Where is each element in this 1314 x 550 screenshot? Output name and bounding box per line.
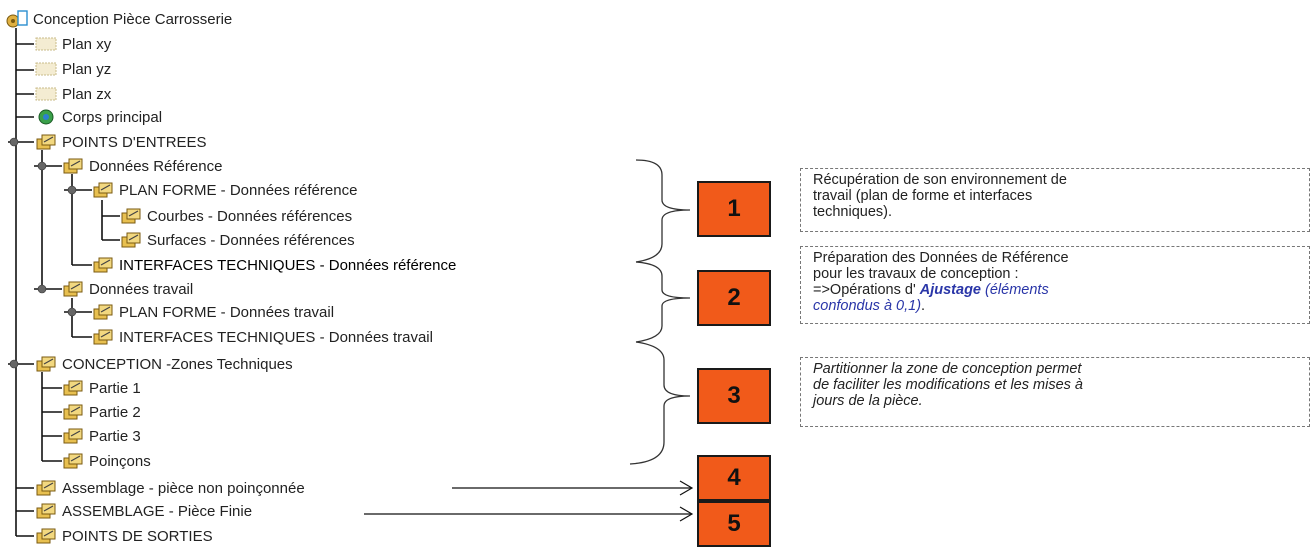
tree-root-label: Conception Pièce Carrosserie (33, 10, 233, 28)
tree-item-label: Plan yz (62, 60, 112, 78)
geometrical-set-icon (93, 182, 113, 198)
tree-item-poincons[interactable]: Poinçons (62, 450, 151, 472)
tree-item-label: Courbes - Données références (147, 207, 353, 225)
tree-item-label: Surfaces - Données références (147, 231, 355, 249)
tree-item-label: INTERFACES TECHNIQUES - Données référenc… (119, 256, 457, 274)
tree-item-label: PLAN FORME - Données travail (119, 303, 335, 321)
note-step-2: Préparation des Données de Référence pou… (800, 246, 1310, 324)
geometrical-set-icon (36, 480, 56, 496)
tree-item-label: POINTS D'ENTREES (62, 133, 207, 151)
tree-item-label: Partie 2 (89, 403, 141, 421)
brace-1 (635, 159, 691, 263)
geometrical-set-icon (36, 356, 56, 372)
geometrical-set-icon (63, 428, 83, 444)
geometrical-set-icon (93, 257, 113, 273)
tree-item-plan-xy[interactable]: Plan xy (35, 33, 111, 55)
step-badge-3: 3 (697, 368, 771, 424)
note-emphasis: (éléments (981, 282, 1049, 298)
tree-item-plan-yz[interactable]: Plan yz (35, 58, 111, 80)
tree-item-courbes[interactable]: Courbes - Données références (120, 205, 352, 227)
note-line: de faciliter les modifications et les mi… (813, 377, 1083, 393)
note-line: jours de la pièce. (813, 393, 923, 409)
note-step-1: Récupération de son environnement de tra… (800, 168, 1310, 232)
tree-root[interactable]: Conception Pièce Carrosserie (6, 8, 232, 30)
tree-item-points-entrees[interactable]: POINTS D'ENTREES (35, 131, 207, 153)
note-line: pour les travaux de conception : (813, 266, 1019, 282)
note-text: =>Opérations d' (813, 282, 920, 298)
geometrical-set-icon (36, 528, 56, 544)
body-icon (38, 109, 54, 125)
geometrical-set-icon (36, 503, 56, 519)
note-text: . (921, 298, 926, 314)
step-badge-2: 2 (697, 270, 771, 326)
tree-item-plan-forme-trav[interactable]: PLAN FORME - Données travail (92, 301, 334, 323)
tree-item-donnees-reference[interactable]: Données Référence (62, 155, 222, 177)
tree-item-conception-zones[interactable]: CONCEPTION -Zones Techniques (35, 353, 293, 375)
tree-item-label: Assemblage - pièce non poinçonnée (62, 479, 305, 497)
tree-item-assemblage-finie[interactable]: ASSEMBLAGE - Pièce Finie (35, 500, 252, 522)
geometrical-set-icon (121, 232, 141, 248)
brace-3 (629, 341, 691, 465)
note-line: Récupération de son environnement de (813, 172, 1067, 188)
tree-item-label: ASSEMBLAGE - Pièce Finie (62, 502, 253, 520)
note-emphasis: confondus à 0,1) (813, 298, 922, 314)
tree-item-label: INTERFACES TECHNIQUES - Données travail (119, 328, 433, 346)
plane-icon (35, 37, 57, 51)
note-line: techniques). (813, 204, 892, 220)
tree-item-label: PLAN FORME - Données référence (119, 181, 358, 199)
tree-item-label: Données travail (89, 280, 194, 298)
tree-item-partie3[interactable]: Partie 3 (62, 425, 141, 447)
geometrical-set-icon (63, 158, 83, 174)
note-line: =>Opérations d' Ajustage (éléments (813, 282, 1299, 298)
plane-icon (35, 62, 57, 76)
brace-2 (635, 261, 691, 343)
geometrical-set-icon (121, 208, 141, 224)
tree-item-plan-forme-ref[interactable]: PLAN FORME - Données référence (92, 179, 357, 201)
part-document-icon (6, 10, 28, 28)
note-line: travail (plan de forme et interfaces (813, 188, 1033, 204)
tree-item-label: Plan zx (62, 85, 112, 103)
tree-item-surfaces[interactable]: Surfaces - Données références (120, 229, 355, 251)
geometrical-set-icon (63, 380, 83, 396)
note-line: Partitionner la zone de conception perme… (813, 361, 1082, 377)
tree-item-label: CONCEPTION -Zones Techniques (62, 355, 293, 373)
step-badge-1: 1 (697, 181, 771, 237)
tree-item-donnees-travail[interactable]: Données travail (62, 278, 193, 300)
note-step-3: Partitionner la zone de conception perme… (800, 357, 1310, 427)
tree-item-partie2[interactable]: Partie 2 (62, 401, 141, 423)
geometrical-set-icon (63, 453, 83, 469)
tree-item-interfaces-trav[interactable]: INTERFACES TECHNIQUES - Données travail (92, 326, 433, 348)
tree-item-label: Plan xy (62, 35, 112, 53)
plane-icon (35, 87, 57, 101)
geometrical-set-icon (63, 281, 83, 297)
tree-item-label: Données Référence (89, 157, 223, 175)
tree-item-label: Poinçons (89, 452, 151, 470)
tree-item-interfaces-ref[interactable]: INTERFACES TECHNIQUES - Données référenc… (92, 254, 456, 276)
geometrical-set-icon (63, 404, 83, 420)
step-badge-5: 5 (697, 501, 771, 547)
geometrical-set-icon (93, 304, 113, 320)
tree-item-corps-principal[interactable]: Corps principal (35, 106, 162, 128)
tree-item-label: Partie 1 (89, 379, 141, 397)
geometrical-set-icon (93, 329, 113, 345)
tree-item-plan-zx[interactable]: Plan zx (35, 83, 111, 105)
note-line: Préparation des Données de Référence (813, 250, 1069, 266)
tree-item-points-sorties[interactable]: POINTS DE SORTIES (35, 525, 213, 547)
note-line: confondus à 0,1). (813, 298, 1299, 314)
tree-item-label: Partie 3 (89, 427, 141, 445)
step-badge-4: 4 (697, 455, 771, 501)
tree-item-label: POINTS DE SORTIES (62, 527, 213, 545)
geometrical-set-icon (36, 134, 56, 150)
tree-item-label: Corps principal (62, 108, 163, 126)
tree-item-assemblage-non-poinconnee[interactable]: Assemblage - pièce non poinçonnée (35, 477, 305, 499)
tree-item-partie1[interactable]: Partie 1 (62, 377, 141, 399)
note-emphasis: Ajustage (919, 282, 982, 298)
